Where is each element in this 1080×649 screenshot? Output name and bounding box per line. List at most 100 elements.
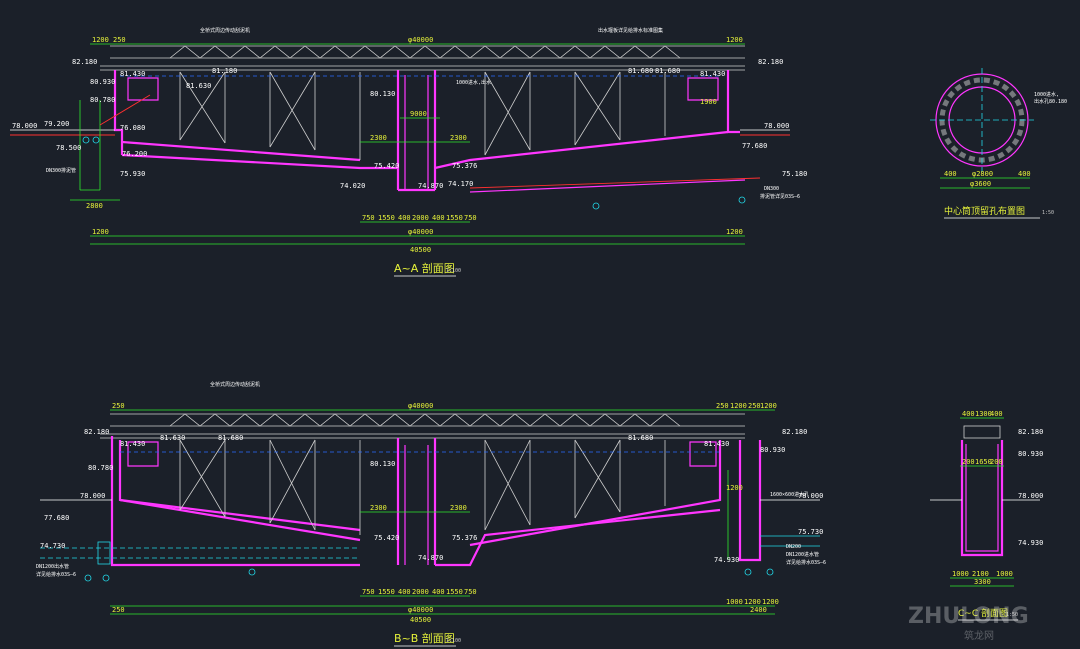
bb-overall-dim-right-3: 1200 — [762, 598, 779, 606]
cc-second-dim-1: 1650 — [975, 458, 992, 466]
aa-elev-water-right-inner: 81.680 — [628, 67, 653, 75]
bb-top-dim-diameter: φ40000 — [408, 402, 433, 410]
aa-elev-trough-left: 81.630 — [186, 82, 211, 90]
aa-elev-left-4: 78.500 — [56, 144, 81, 152]
bb-elev-right-pipe: 75.730 — [798, 528, 823, 536]
bb-inner-dim-left: 2300 — [370, 504, 387, 512]
cc-elev-bottom: 74.930 — [1018, 539, 1043, 547]
bb-elev-top-right: 82.180 — [782, 428, 807, 436]
aa-right-dim: 1900 — [700, 98, 717, 106]
aa-top-dim-left: 1200 — [92, 36, 109, 44]
cc-bottom-total: 3300 — [974, 578, 991, 586]
bb-elev-water-right: 81.430 — [704, 440, 729, 448]
aa-elev-top-right: 82.180 — [758, 58, 783, 66]
bb-overall-dim-right-2: 1200 — [744, 598, 761, 606]
cc-elev-ground: 78.000 — [1018, 492, 1043, 500]
aa-note-top-right: 出水堰板详见给排水标准图集 — [598, 27, 663, 34]
aa-elev-water-left-inner: 81.180 — [212, 67, 237, 75]
bb-elev-left-1: 80.780 — [88, 464, 113, 472]
watermark-subtext: 筑龙网 — [964, 629, 994, 642]
bb-overall-total: 40500 — [410, 616, 431, 624]
cc-title: C~C 剖面图 — [958, 607, 1008, 619]
bb-bottom-dim-1: 1550 — [378, 588, 395, 596]
aa-bottom-dim-4: 400 — [432, 214, 445, 222]
support-frame-bb — [120, 439, 720, 535]
bb-top-dim-left: 250 — [112, 402, 125, 410]
cc-top-dim-0: 400 — [962, 410, 975, 418]
bb-right-dim-1: 1200 — [726, 484, 743, 492]
aa-elev-center-3: 74.020 — [340, 182, 365, 190]
ground-pipes-aa — [10, 94, 790, 210]
aa-top-dim-right: 1200 — [726, 36, 743, 44]
dimension-lines-aa — [70, 43, 745, 245]
aa-overall-dim-right: 1200 — [726, 228, 743, 236]
aa-elev-ground-left: 78.000 — [12, 122, 37, 130]
center-pipe-plan: 400 φ2800 400 φ3600 1000进水, 出水孔80.180 中心… — [930, 68, 1067, 219]
bb-elev-water-left-2: 81.680 — [218, 434, 243, 442]
cc-elev-mid: 80.930 — [1018, 450, 1043, 458]
aa-elev-left-2: 80.780 — [90, 96, 115, 104]
aa-pipe-left-label: DN300排泥管 — [46, 167, 76, 174]
bb-elev-right-1: 80.930 — [760, 446, 785, 454]
bb-note-right-2: DN200 — [786, 544, 801, 550]
plan-dim-right: 400 — [1018, 170, 1031, 178]
cc-second-dim-0: 200 — [962, 458, 975, 466]
plan-note-1: 1000进水, — [1034, 91, 1059, 98]
bb-elev-right-2: 78.000 — [798, 492, 823, 500]
aa-bottom-dim-1: 1550 — [378, 214, 395, 222]
aa-inner-dim-left: 2300 — [370, 134, 387, 142]
aa-pipe-right-label: DN300 — [764, 186, 779, 192]
bb-elev-water-left: 81.430 — [120, 440, 145, 448]
aa-elev-left-3: 79.200 — [44, 120, 69, 128]
bb-pipe-left-note: 详见给排水03S—6 — [36, 571, 76, 578]
bb-bottom-dim-5: 1550 — [446, 588, 463, 596]
cc-top-dim-2: 400 — [990, 410, 1003, 418]
aa-title: A~A 剖面图 — [394, 261, 455, 275]
bridge-truss-bb — [100, 413, 745, 439]
bb-elev-water-left-inner: 81.630 — [160, 434, 185, 442]
cc-bottom-dim-1: 2100 — [972, 570, 989, 578]
bb-top-dim-right-1: 250 — [716, 402, 729, 410]
aa-elev-left-7: 75.930 — [120, 170, 145, 178]
bb-top-dim-right-4: 1200 — [760, 402, 777, 410]
bb-overall-dim-diameter: φ40000 — [408, 606, 433, 614]
cc-bottom-dim-2: 1000 — [996, 570, 1013, 578]
aa-bottom-dim-3: 2000 — [412, 214, 429, 222]
aa-elev-center-1: 75.420 — [374, 162, 399, 170]
aa-elev-left-6: 76.200 — [122, 150, 147, 158]
aa-bottom-dim-0: 750 — [362, 214, 375, 222]
aa-elev-pipe-right: 75.180 — [782, 170, 807, 178]
aa-elev-left-5: 76.080 — [120, 124, 145, 132]
aa-elev-water-left: 81.430 — [120, 70, 145, 78]
bb-top-dim-right-3: 250 — [748, 402, 761, 410]
plan-note-2: 出水孔80.180 — [1034, 98, 1067, 105]
cc-scale: 1:50 — [1006, 612, 1018, 618]
bb-bottom-dim-2: 400 — [398, 588, 411, 596]
aa-elev-center: 80.130 — [370, 90, 395, 98]
cc-bottom-dim-0: 1000 — [952, 570, 969, 578]
bb-elev-left-pipe: 74.730 — [40, 542, 65, 550]
bb-elev-center: 80.130 — [370, 460, 395, 468]
aa-elev-water-right: 81.430 — [700, 70, 725, 78]
bb-title: B~B 剖面图 — [394, 631, 455, 645]
watermark-text: ZHULONG — [908, 604, 1029, 629]
aa-inner-dim-right: 2300 — [450, 134, 467, 142]
watermark-logo: ZHULONG 筑龙网 — [908, 604, 1029, 642]
bb-elev-right-bottom: 74.930 — [714, 556, 739, 564]
aa-bottom-dim-5: 1550 — [446, 214, 463, 222]
bb-note-top: 全桥式周边传动刮泥机 — [210, 381, 260, 388]
aa-overall-dim-diameter: φ40000 — [408, 228, 433, 236]
dimension-lines-bb — [110, 409, 775, 615]
aa-top-dim-diameter: φ40000 — [408, 36, 433, 44]
aa-note-top-left: 全桥式周边传动刮泥机 — [200, 27, 250, 34]
ground-pipes-bb — [40, 499, 820, 582]
plan-dim-total: φ3600 — [970, 180, 991, 188]
bb-top-dim-right-2: 1200 — [730, 402, 747, 410]
bb-bottom-dim-0: 750 — [362, 588, 375, 596]
plan-dim-left: 400 — [944, 170, 957, 178]
bb-pipe-right-note: 详见给排水03S—6 — [786, 559, 826, 566]
section-bb: 250 φ40000 250 1200 250 1200 2300 2300 7… — [36, 381, 826, 647]
bb-right-dim-2: 2400 — [750, 606, 767, 614]
bb-elev-center-2: 75.376 — [452, 534, 477, 542]
